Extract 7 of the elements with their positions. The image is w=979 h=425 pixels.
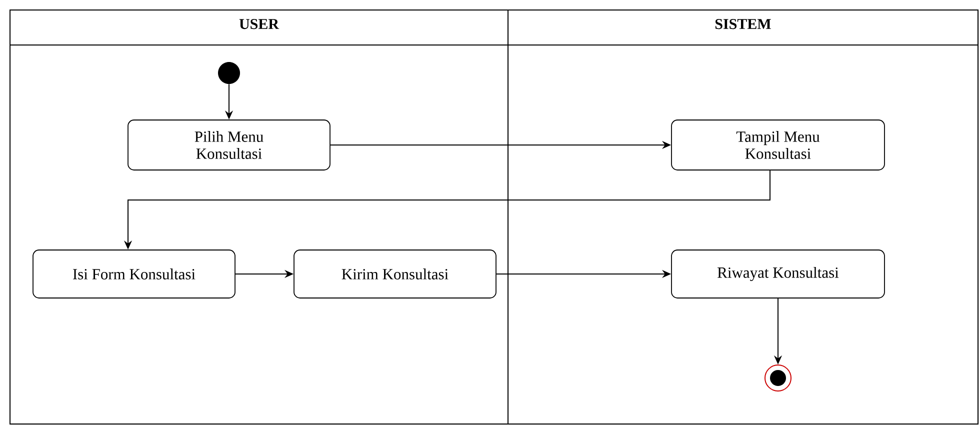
action-box: Isi Form Konsultasi (32, 250, 236, 298)
action-box: Pilih Menu Konsultasi (128, 120, 330, 170)
action-box: Kirim Konsultasi (294, 250, 496, 298)
final-node (764, 364, 792, 392)
action-box: Tampil Menu Konsultasi (671, 120, 885, 170)
initial-node (218, 62, 240, 84)
action-box: Riwayat Konsultasi (671, 250, 885, 298)
